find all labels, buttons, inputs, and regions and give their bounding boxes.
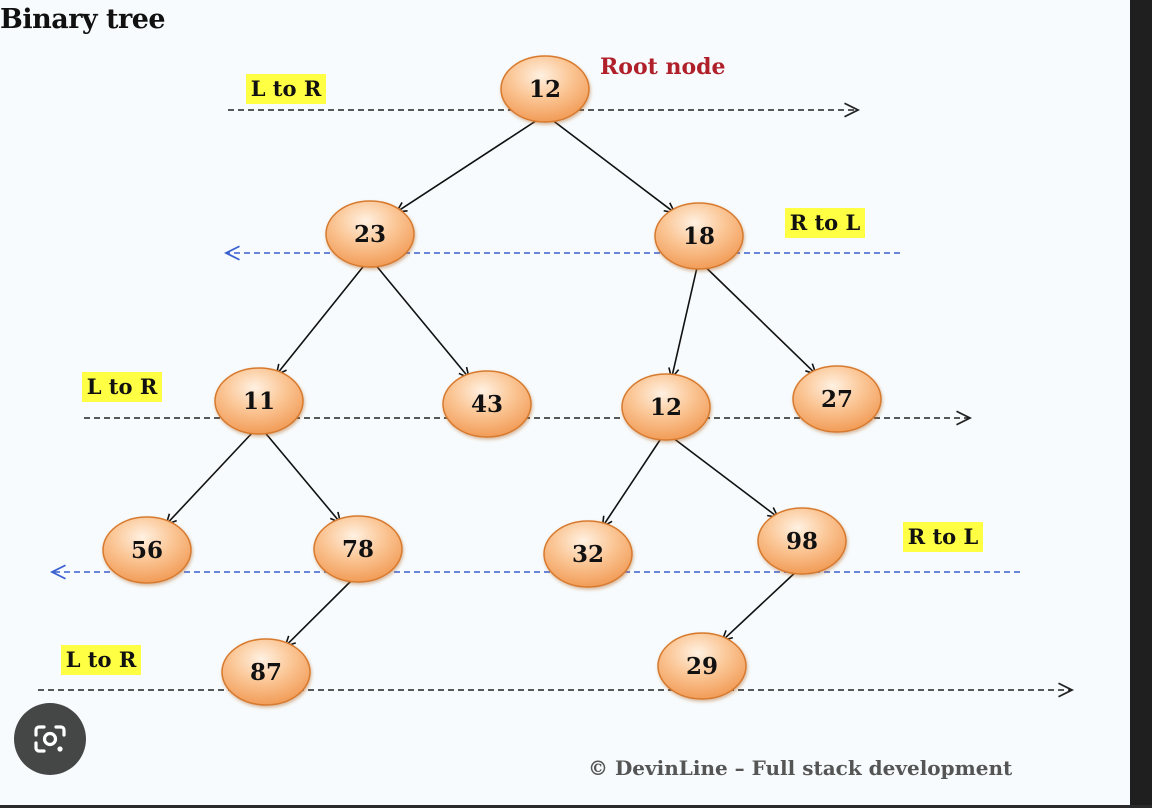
tree-node-27: 27	[792, 365, 882, 433]
tree-node-11: 11	[214, 367, 304, 435]
tree-node-87: 87	[221, 638, 311, 706]
node-value: 27	[821, 386, 853, 413]
direction-label-lv2: L to R	[82, 372, 162, 402]
direction-label-lv1: R to L	[785, 208, 865, 238]
tree-edge-n23-n43	[375, 264, 469, 378]
tree-node-56: 56	[102, 516, 192, 584]
tree-node-98: 98	[757, 507, 847, 575]
tree-node-78: 78	[313, 515, 403, 583]
tree-edge-n11-n56	[166, 431, 254, 524]
google-lens-button[interactable]	[14, 703, 86, 775]
direction-label-text: L to R	[251, 76, 322, 101]
copyright-footer: © DevinLine – Full stack development	[588, 756, 1013, 780]
google-lens-icon	[34, 725, 66, 753]
node-value: 56	[131, 537, 163, 564]
window-edge	[1130, 0, 1152, 808]
tree-node-23: 23	[325, 200, 415, 268]
direction-label-lv3: R to L	[903, 522, 983, 552]
node-value: 78	[342, 536, 374, 563]
tree-edge-n98-n29	[722, 571, 797, 641]
direction-label-text: R to L	[790, 210, 861, 235]
tree-edge-n23-n11	[276, 264, 366, 375]
node-value: 29	[686, 653, 718, 680]
tree-node-12: 12	[621, 373, 711, 441]
tree-edge-n12b-n32	[602, 437, 662, 527]
node-value: 98	[786, 528, 818, 555]
node-value: 32	[572, 541, 604, 568]
node-value: 12	[529, 76, 561, 103]
node-value: 87	[250, 659, 282, 686]
tree-edge-n11-n78	[263, 431, 341, 523]
root-node-label: Root node	[600, 54, 726, 80]
diagram-title: Binary tree	[0, 4, 166, 35]
tree-edge-n78-n87	[285, 579, 353, 646]
tree-edge-n12a-n18	[551, 119, 674, 213]
binary-tree-diagram: L to R R to L L to R R to L L to R 12 23 18 11 4…	[38, 54, 1075, 706]
tree-edge-n12b-n98	[672, 437, 778, 518]
node-value: 18	[683, 223, 715, 250]
direction-label-text: L to R	[66, 647, 137, 672]
node-value: 12	[650, 394, 682, 421]
direction-label-text: L to R	[87, 374, 158, 399]
tree-node-32: 32	[543, 520, 633, 588]
direction-label-lv0: L to R	[246, 74, 326, 104]
node-value: 43	[471, 391, 503, 418]
tree-node-29: 29	[657, 632, 747, 700]
tree-edge-n12a-n23	[396, 119, 538, 212]
direction-label-text: R to L	[908, 524, 979, 549]
tree-node-12: 12	[500, 55, 590, 123]
tree-edge-n18-n12b	[672, 266, 698, 378]
tree-edge-n18-n27	[704, 266, 816, 374]
direction-label-lv4: L to R	[61, 645, 141, 675]
tree-node-43: 43	[442, 370, 532, 438]
node-value: 11	[243, 388, 275, 415]
node-value: 23	[354, 221, 386, 248]
window-bottom-edge	[0, 805, 1152, 808]
tree-node-18: 18	[654, 202, 744, 270]
